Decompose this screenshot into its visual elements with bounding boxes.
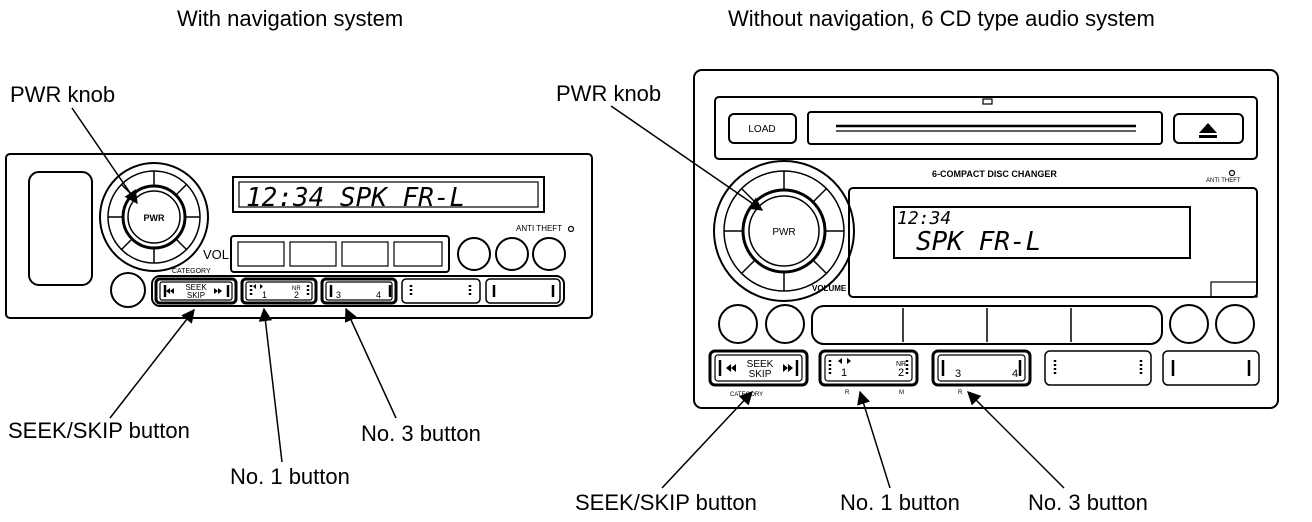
left-seek-label: SEEK: [185, 283, 207, 292]
right-seek-arrow: [661, 391, 753, 489]
left-seek-arrow: [109, 308, 195, 419]
left-knob-label: PWR: [144, 213, 165, 223]
seek-forward-icon: [783, 364, 793, 372]
left-preset-button-1-2[interactable]: [240, 277, 318, 305]
right-preset-button-3-4[interactable]: [931, 349, 1032, 387]
left-skip-label: SKIP: [187, 291, 205, 300]
right-changer-label: 6-COMPACT DISC CHANGER: [932, 169, 1057, 179]
left-faceplate: [5, 153, 593, 319]
left-no3-arrow: [344, 307, 397, 419]
right-round-button[interactable]: [1169, 304, 1209, 344]
right-display-bezel: [848, 187, 1258, 298]
left-preset-1-label: 1: [262, 290, 267, 300]
left-vol-label: VOL: [203, 247, 229, 262]
left-preset-3-label: 3: [336, 290, 341, 300]
right-load-label: LOAD: [748, 124, 775, 135]
left-no1-arrow: [258, 307, 283, 463]
left-round-button[interactable]: [457, 237, 491, 271]
right-sub-m: M: [899, 390, 904, 396]
play-pause-icon: [253, 284, 263, 289]
left-no1-callout: No. 1 button: [230, 464, 350, 489]
left-preset-button-extra[interactable]: [485, 278, 561, 304]
left-preset-row: [230, 235, 450, 273]
left-small-knob[interactable]: [110, 272, 146, 308]
left-display: [232, 176, 545, 213]
right-preset-button-5-6[interactable]: [1044, 350, 1152, 386]
left-preset-2-label: 2: [294, 290, 299, 300]
left-preset-slot[interactable]: [393, 241, 443, 267]
right-no1-callout: No. 1 button: [840, 490, 960, 515]
left-seek-skip-button[interactable]: [154, 277, 238, 305]
left-pwr-arrow: [71, 107, 138, 205]
right-knob-label: PWR: [772, 227, 795, 238]
eject-bar: [1199, 135, 1217, 138]
left-category-label: CATEGORY: [172, 268, 211, 275]
right-round-button[interactable]: [718, 304, 758, 344]
right-volume-label: VOLUME: [812, 284, 847, 293]
right-cd-bay: [714, 96, 1258, 160]
right-pwr-arrow: [610, 105, 764, 211]
right-faceplate: [693, 69, 1279, 409]
left-pwr-knob-callout: PWR knob: [10, 82, 116, 107]
left-seek-skip-callout: SEEK/SKIP button: [8, 418, 190, 443]
play-pause-icon: [838, 358, 851, 364]
right-preset-row: [811, 305, 1163, 345]
left-preset-slot[interactable]: [341, 241, 389, 267]
right-seek-skip-button[interactable]: [708, 349, 809, 387]
left-radio-unit: [5, 153, 593, 319]
seek-back-icon: [166, 288, 174, 294]
right-cd-slot: [807, 111, 1163, 145]
left-heading: With navigation system: [177, 6, 404, 31]
right-nr-label: NR: [896, 361, 906, 368]
right-preset-2-label: 2: [898, 367, 904, 379]
left-preset-button-5-6[interactable]: [401, 278, 481, 304]
left-no3-callout: No. 3 button: [361, 421, 481, 446]
right-eject-button[interactable]: [1173, 113, 1244, 144]
right-preset-button-extra[interactable]: [1162, 350, 1260, 386]
left-preset-slot[interactable]: [289, 241, 337, 267]
right-display-line1: 12:34: [897, 208, 951, 229]
right-skip-label: SKIP: [749, 369, 772, 380]
right-load-button[interactable]: [728, 113, 797, 144]
right-sub-r1: R: [845, 390, 850, 396]
right-round-button[interactable]: [1215, 304, 1255, 344]
right-radio-unit: [693, 69, 1279, 409]
right-seek-skip-callout: SEEK/SKIP button: [575, 490, 757, 515]
left-nr-label: NR: [292, 286, 301, 292]
right-round-button[interactable]: [765, 304, 805, 344]
right-no3-arrow: [967, 391, 1065, 489]
right-preset-4-label: 4: [1012, 368, 1018, 380]
right-heading: Without navigation, 6 CD type audio syst…: [728, 6, 1155, 31]
right-sub-r2: R: [958, 390, 963, 396]
seek-forward-icon: [214, 288, 222, 294]
left-anti-theft-label: ANTI THEFT: [516, 224, 562, 233]
left-preset-4-label: 4: [376, 290, 381, 300]
left-round-button[interactable]: [532, 237, 566, 271]
right-no3-callout: No. 3 button: [1028, 490, 1148, 515]
right-pwr-knob-callout: PWR knob: [556, 81, 662, 106]
left-side-pocket: [28, 171, 93, 286]
right-seek-label: SEEK: [747, 359, 774, 370]
seek-back-icon: [726, 364, 736, 372]
right-preset-button-1-2[interactable]: [818, 349, 919, 387]
left-display-text: 12:34 SPK FR-L: [246, 183, 465, 213]
right-preset-3-label: 3: [955, 368, 961, 380]
left-preset-slot[interactable]: [237, 241, 285, 267]
left-round-button[interactable]: [495, 237, 529, 271]
right-pwr-knob[interactable]: [713, 160, 855, 302]
right-display-line2: SPK FR-L: [916, 227, 1041, 257]
left-button-strip: [151, 275, 565, 307]
left-pwr-knob[interactable]: [99, 162, 209, 272]
right-preset-1-label: 1: [841, 367, 847, 379]
right-anti-theft-label: ANTI THEFT: [1206, 178, 1241, 184]
right-display: [893, 206, 1191, 259]
left-preset-button-3-4[interactable]: [320, 277, 398, 305]
eject-icon: [1199, 123, 1217, 133]
right-no1-arrow: [857, 390, 891, 489]
